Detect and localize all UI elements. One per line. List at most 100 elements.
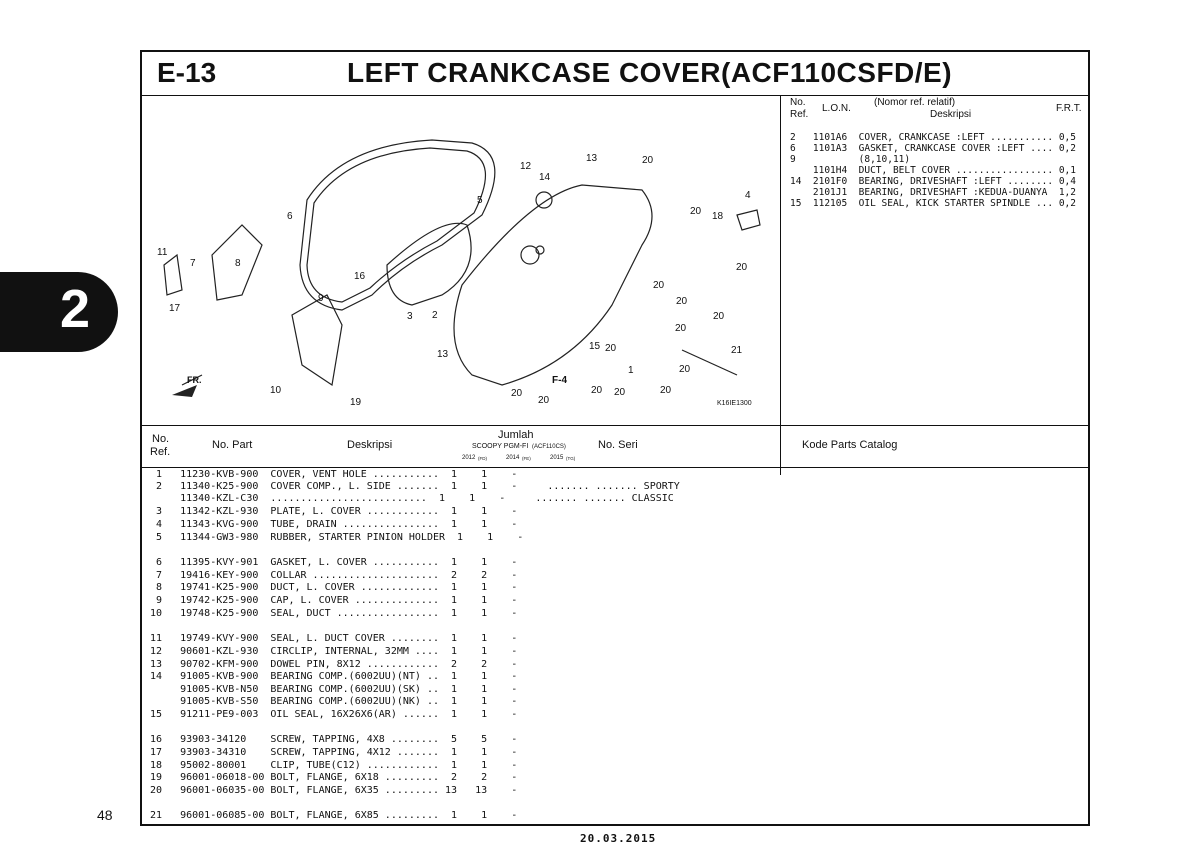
gasket-inner [306,147,486,303]
parts-row: 15 91211-PE9-003 OIL SEAL, 16X26X6(AR) .… [150,709,518,720]
rel-header-desc: Deskripsi [930,109,972,120]
duct [211,224,263,301]
callout-20: 20 [660,385,672,396]
parts-header-ref: Ref. [150,446,171,458]
dipstick-tube [736,209,761,231]
parts-header-model-code: (ACF110CS) [532,444,566,450]
callout-11: 11 [157,247,168,258]
parts-row: 21 96001-06085-00 BOLT, FLANGE, 6X85 ...… [150,810,518,821]
callout-17: 17 [169,303,181,314]
rel-row: 1101H4 DUCT, BELT COVER ................… [790,165,1076,176]
callout-21: 21 [731,345,743,356]
parts-row: 18 95002-80001 CLIP, TUBE(C12) .........… [150,760,518,771]
parts-row: 1 11230-KVB-900 COVER, VENT HOLE .......… [150,469,518,480]
rel-header-no: No. [790,97,806,108]
parts-row: 20 96001-06035-00 BOLT, FLANGE, 6X35 ...… [150,785,518,796]
rel-row: 15 112105 OIL SEAL, KICK STARTER SPINDLE… [790,198,1076,209]
parts-header-model: SCOOPY PGM-FI [472,443,529,450]
relative-ref-table: No. Ref. L.O.N. (Nomor ref. relatif) Des… [782,95,1090,475]
parts-table-header: No. Ref. No. Part Deskripsi Jumlah SCOOP… [142,425,1088,468]
callout-1: 1 [628,365,634,376]
exploded-diagram: 11 7 8 17 6 16 5 12 14 13 20 4 20 18 20 … [142,95,781,475]
parts-row: 17 93903-34310 SCREW, TAPPING, 4X12 ....… [150,747,518,758]
callout-3: 3 [407,311,413,322]
catalog-frame: E-13 LEFT CRANKCASE COVER(ACF110CSFD/E) [140,50,1090,826]
title-row: E-13 LEFT CRANKCASE COVER(ACF110CSFD/E) [142,52,1088,96]
section-code: E-13 [157,57,217,88]
callout-20: 20 [605,343,617,354]
callout-20: 20 [713,311,725,322]
parts-row: 6 11395-KVY-901 GASKET, L. COVER .......… [150,557,518,568]
parts-row: 91005-KVB-N50 BEARING COMP.(6002UU)(SK) … [150,684,518,695]
callout-13: 13 [437,349,449,360]
callout-15: 15 [589,341,601,352]
parts-row: 5 11344-GW3-980 RUBBER, STARTER PINION H… [150,532,524,543]
rel-row: 6 1101A3 GASKET, CRANKCASE COVER :LEFT .… [790,143,1076,154]
callout-14: 14 [539,172,551,183]
figure-code: K16IE1300 [717,400,752,407]
callout-20: 20 [538,395,550,406]
callout-10: 10 [270,385,282,396]
parts-row: 10 19748-K25-900 SEAL, DUCT ............… [150,608,518,619]
parts-header-y2s: (FE) [522,456,531,461]
chapter-number: 2 [60,279,91,339]
parts-header-qty: Jumlah [498,429,534,441]
callout-9: 9 [318,293,324,304]
duct-cap [291,294,343,387]
rel-row: 2 1101A6 COVER, CRANKCASE :LEFT ........… [790,132,1076,143]
parts-header-y1s: (FD) [478,456,487,461]
parts-row: 4 11343-KVG-900 TUBE, DRAIN ............… [150,519,518,530]
parts-row: 11 19749-KVY-900 SEAL, L. DUCT COVER ...… [150,633,518,644]
callout-2: 2 [432,310,438,321]
callout-20: 20 [679,364,691,375]
parts-header-desc: Deskripsi [347,439,393,451]
callout-6: 6 [287,211,293,222]
parts-row: 13 90702-KFM-900 DOWEL PIN, 8X12 .......… [150,659,518,670]
parts-row: 91005-KVB-S50 BEARING COMP.(6002UU)(NK) … [150,696,518,707]
parts-header-y2: 2014 [506,455,520,461]
parts-row: 9 19742-K25-900 CAP, L. COVER ..........… [150,595,518,606]
parts-header-serial: No. Seri [598,439,638,451]
parts-row: 2 11340-K25-900 COVER COMP., L. SIDE ...… [150,481,680,492]
seal-duct [163,253,183,296]
callout-20: 20 [675,323,687,334]
page-title: LEFT CRANKCASE COVER(ACF110CSFD/E) [347,57,953,88]
parts-row: 8 19741-K25-900 DUCT, L. COVER .........… [150,582,518,593]
rel-header-desc-top: (Nomor ref. relatif) [874,97,956,108]
parts-header-y1: 2012 [462,455,476,461]
parts-row: 16 93903-34120 SCREW, TAPPING, 4X8 .....… [150,734,518,745]
diagram-drawing [163,139,761,397]
parts-header-part: No. Part [212,439,253,451]
parts-header-no: No. [152,433,170,445]
callout-5: 5 [477,195,483,206]
parts-row: 11340-KZL-C30 ..........................… [150,493,674,504]
ref-f4-label: F-4 [552,375,567,386]
parts-row: 7 19416-KEY-900 COLLAR .................… [150,570,518,581]
callout-20: 20 [511,388,523,399]
parts-header-y3: 2015 [550,455,564,461]
callout-20: 20 [642,155,654,166]
callout-19: 19 [350,397,362,408]
gasket-outline [299,139,496,311]
chapter-tab: 2 [0,272,118,352]
cover-plate [386,222,472,306]
callout-20: 20 [614,387,626,398]
callout-8: 8 [235,258,241,269]
parts-row: 3 11342-KZL-930 PLATE, L. COVER ........… [150,506,518,517]
parts-header-y3s: (TG) [566,456,576,461]
callout-20: 20 [653,280,665,291]
callout-16: 16 [354,271,366,282]
rel-header-lon: L.O.N. [822,103,851,114]
front-direction-label: FR. [187,375,202,385]
print-date: 20.03.2015 [580,832,657,845]
rel-header-ref: Ref. [790,109,809,120]
callout-12: 12 [520,161,532,172]
parts-row: 19 96001-06018-00 BOLT, FLANGE, 6X18 ...… [150,772,518,783]
rel-header-frt: F.R.T. [1056,103,1082,114]
callout-20: 20 [676,296,688,307]
callout-7: 7 [190,258,196,269]
rel-row: 9 (8,10,11) [790,154,911,165]
callout-13: 13 [586,153,598,164]
callout-20: 20 [591,385,603,396]
parts-row: 14 91005-KVB-900 BEARING COMP.(6002UU)(N… [150,671,518,682]
